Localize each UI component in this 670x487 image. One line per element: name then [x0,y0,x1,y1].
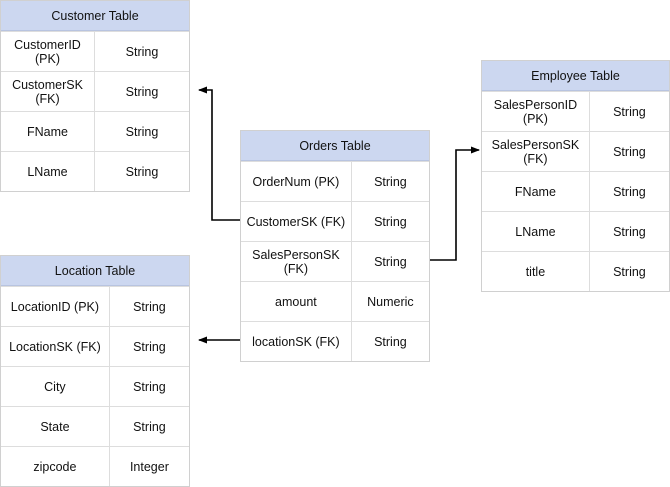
field-type: String [374,254,407,269]
table-employee-title: Employee Table [482,61,669,91]
field-type: String [613,224,646,239]
table-row[interactable]: locationSK (FK) String [241,321,429,361]
field-name: CustomerSK (FK) [241,202,352,241]
field-type: String [133,339,166,354]
table-row[interactable]: CustomerID (PK) String [1,31,189,71]
table-row[interactable]: SalesPersonID (PK) String [482,91,669,131]
field-type: String [125,84,159,99]
table-row[interactable]: State String [1,406,189,446]
field-name: locationSK (FK) [241,322,352,361]
link-orders-customer [198,86,240,221]
field-name: City [1,367,110,406]
field-type: String [133,419,166,434]
field-name: title [482,252,590,291]
field-type: Integer [129,459,169,474]
table-row[interactable]: CustomerSK (FK) String [241,201,429,241]
field-name: FName [482,172,590,211]
table-row[interactable]: SalesPersonSK (FK) String [241,241,429,281]
table-customer-title: Customer Table [1,1,189,31]
table-customer[interactable]: Customer Table CustomerID (PK) String Cu… [0,0,190,192]
field-type: String [133,299,166,314]
table-row[interactable]: LocationSK (FK) String [1,326,189,366]
field-name: SalesPersonSK (FK) [241,242,352,281]
table-row[interactable]: LocationID (PK) String [1,286,189,326]
table-row[interactable]: FName String [1,111,189,151]
field-type: String [613,264,646,279]
table-row[interactable]: OrderNum (PK) String [241,161,429,201]
field-name: SalesPersonID (PK) [482,92,590,131]
field-type: String [133,379,166,394]
field-type: String [613,104,646,119]
field-name: LName [482,212,590,251]
table-location-title: Location Table [1,256,189,286]
field-name: FName [1,112,95,151]
field-type: String [374,174,407,189]
field-type: String [613,144,646,159]
table-location[interactable]: Location Table LocationID (PK) String Lo… [0,255,190,487]
field-name: CustomerID (PK) [1,32,95,71]
table-row[interactable]: amount Numeric [241,281,429,321]
field-name: SalesPersonSK (FK) [482,132,590,171]
field-type: String [125,124,159,139]
field-name: LocationID (PK) [1,287,110,326]
link-orders-employee [430,146,480,261]
table-row[interactable]: LName String [1,151,189,191]
field-name: State [1,407,110,446]
field-type: String [374,334,407,349]
table-employee[interactable]: Employee Table SalesPersonID (PK) String… [481,60,670,292]
field-type: String [613,184,646,199]
table-row[interactable]: City String [1,366,189,406]
table-row[interactable]: zipcode Integer [1,446,189,486]
field-type: Numeric [367,294,414,309]
field-name: LName [1,152,95,191]
table-row[interactable]: LName String [482,211,669,251]
table-orders[interactable]: Orders Table OrderNum (PK) String Custom… [240,130,430,362]
field-name: LocationSK (FK) [1,327,110,366]
field-type: String [374,214,407,229]
field-name: zipcode [1,447,110,486]
table-row[interactable]: SalesPersonSK (FK) String [482,131,669,171]
field-type: String [125,44,159,59]
table-orders-title: Orders Table [241,131,429,161]
table-row[interactable]: title String [482,251,669,291]
field-name: OrderNum (PK) [241,162,352,201]
table-row[interactable]: FName String [482,171,669,211]
field-name: amount [241,282,352,321]
table-row[interactable]: CustomerSK (FK) String [1,71,189,111]
field-type: String [125,164,159,179]
field-name: CustomerSK (FK) [1,72,95,111]
